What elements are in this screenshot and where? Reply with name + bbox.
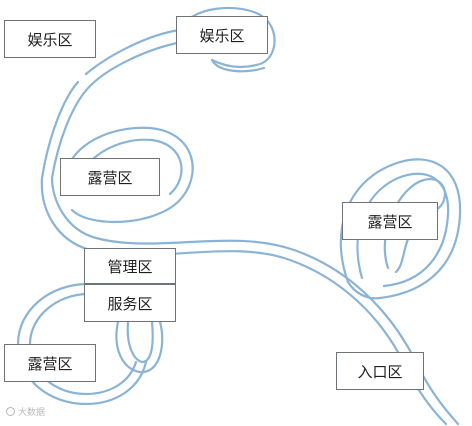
- watermark-text: 大数据: [18, 408, 46, 418]
- zone-label: 娱乐区: [199, 26, 245, 45]
- left-road-inner-edge: [50, 40, 184, 180]
- zone-label: 露营区: [367, 212, 413, 231]
- upper-entertainment-loop-inner: [210, 58, 266, 73]
- upper-camping-loop: [64, 126, 194, 224]
- zone-label: 入口区: [357, 362, 403, 381]
- camping-zone-right: 露营区: [342, 202, 438, 240]
- entertainment-zone-left: 娱乐区: [4, 20, 96, 58]
- camping-zone-upper-left: 露营区: [60, 158, 160, 196]
- watermark: 大数据: [6, 405, 45, 418]
- camera-icon: [6, 407, 15, 416]
- service-zone: 服务区: [84, 284, 176, 322]
- right-camping-loop: [339, 158, 462, 300]
- lower-camping-circle: [16, 282, 148, 406]
- entrance-zone: 入口区: [336, 352, 424, 390]
- service-spur-loop: [115, 320, 164, 374]
- entertainment-zone-right: 娱乐区: [176, 16, 268, 54]
- zone-label: 露营区: [87, 168, 133, 187]
- camping-zone-lower-left: 露营区: [4, 344, 96, 382]
- management-zone: 管理区: [84, 248, 176, 284]
- zone-label: 娱乐区: [27, 30, 73, 49]
- zone-label: 服务区: [107, 294, 153, 313]
- zone-label: 管理区: [107, 257, 153, 276]
- upper-camping-loop-inner: [78, 138, 183, 196]
- upper-entertainment-loop: [178, 6, 276, 69]
- service-spur-loop-inner: [126, 320, 154, 364]
- zone-label: 露营区: [27, 354, 73, 373]
- left-road-upper-edge: [84, 28, 182, 76]
- left-road-outer-edge: [40, 80, 80, 180]
